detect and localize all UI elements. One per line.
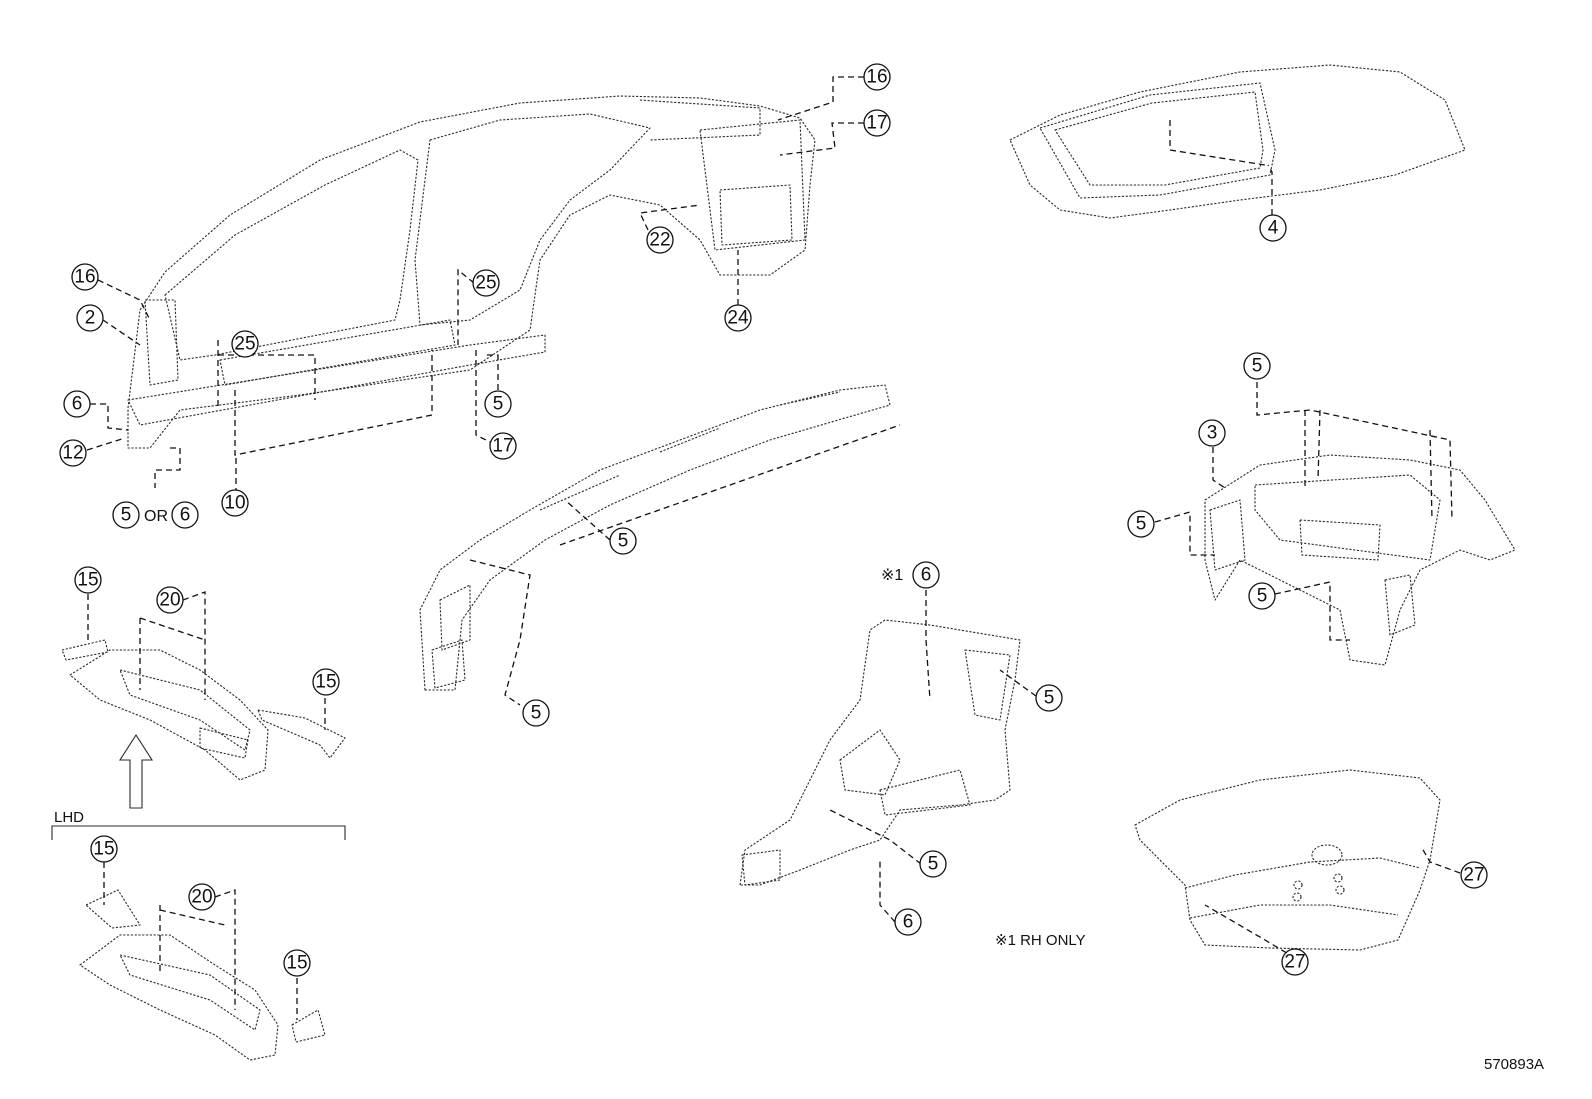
svg-text:25: 25 (475, 273, 496, 294)
callout-10: 10 (221, 489, 249, 517)
svg-text:5: 5 (1257, 586, 1268, 607)
callout-3: 3 (1198, 419, 1226, 447)
svg-text:20: 20 (191, 887, 212, 908)
callout-12: 12 (59, 439, 87, 467)
callout-5-side: 5 (484, 390, 512, 418)
callout-6-wheelhouse: 6 (912, 561, 940, 589)
svg-text:27: 27 (1463, 865, 1484, 886)
callout-5-rear-bottom: 5 (1248, 582, 1276, 610)
callouts: 16 17 22 24 4 16 2 25 25 6 12 5 17 5 OR … (59, 63, 1488, 977)
callout-2: 2 (76, 304, 104, 332)
svg-text:4: 4 (1268, 218, 1279, 239)
svg-text:6: 6 (72, 394, 83, 415)
svg-text:6: 6 (921, 565, 932, 586)
or-text: OR (144, 508, 168, 525)
callout-5-rear-left: 5 (1127, 510, 1155, 538)
svg-text:17: 17 (492, 436, 513, 457)
callout-5-wheelhouse-bottom: 5 (919, 850, 947, 878)
cowl-panel (61, 639, 346, 781)
lhd-label: LHD (54, 809, 84, 826)
roof-panel (1009, 64, 1466, 219)
svg-text:6: 6 (180, 505, 191, 526)
svg-text:6: 6 (903, 912, 914, 933)
svg-text:5: 5 (928, 854, 939, 875)
svg-text:16: 16 (74, 267, 95, 288)
svg-text:5: 5 (1252, 356, 1263, 377)
callout-6-left: 6 (63, 390, 91, 418)
svg-text:15: 15 (77, 570, 98, 591)
svg-text:15: 15 (315, 672, 336, 693)
rh-only-note: ※1 RH ONLY (995, 932, 1086, 949)
callout-17-top: 17 (863, 109, 891, 137)
callout-20-a: 20 (156, 586, 184, 614)
svg-text:5: 5 (493, 394, 504, 415)
svg-text:5: 5 (618, 531, 629, 552)
callout-15-a: 15 (74, 566, 102, 594)
svg-text:5: 5 (531, 703, 542, 724)
trunk-lid (1134, 769, 1441, 951)
svg-text:24: 24 (727, 308, 749, 329)
wheel-house-panel (739, 619, 1021, 886)
callout-24: 24 (724, 304, 752, 332)
svg-text:5: 5 (1136, 514, 1147, 535)
svg-text:12: 12 (62, 443, 83, 464)
svg-text:22: 22 (649, 230, 670, 251)
rear-floor-panel (1204, 454, 1516, 666)
callout-5-arch: 5 (522, 699, 550, 727)
svg-text:5: 5 (1044, 688, 1055, 709)
callout-6-wheelhouse-bottom: 6 (894, 908, 922, 936)
callout-16-left: 16 (71, 263, 99, 291)
callout-16-top: 16 (863, 63, 891, 91)
callout-25-b: 25 (472, 269, 500, 297)
svg-text:10: 10 (224, 493, 245, 514)
svg-text:2: 2 (85, 308, 96, 329)
lhd-cowl-panel (79, 889, 326, 1061)
callout-5-rear-top: 5 (1243, 352, 1271, 380)
callout-4: 4 (1259, 214, 1287, 242)
callout-27-b: 27 (1281, 948, 1309, 976)
svg-text:3: 3 (1207, 423, 1218, 444)
svg-text:20: 20 (159, 590, 180, 611)
callout-5-wheelhouse-right: 5 (1035, 684, 1063, 712)
svg-text:16: 16 (866, 67, 887, 88)
callout-5-rail: 5 (609, 527, 637, 555)
callout-5-or: 5 (112, 501, 140, 529)
side-body-panel (127, 95, 816, 449)
leader-lines (86, 76, 1461, 1020)
callout-15-c: 15 (90, 835, 118, 863)
callout-15-d: 15 (283, 949, 311, 977)
callout-25-a: 25 (231, 330, 259, 358)
callout-6-or: 6 (171, 501, 199, 529)
up-arrow (118, 733, 154, 809)
callout-15-b: 15 (312, 668, 340, 696)
svg-text:25: 25 (234, 334, 255, 355)
svg-text:15: 15 (286, 953, 307, 974)
roof-side-rail (419, 384, 891, 691)
callout-17-side: 17 (489, 432, 517, 460)
callout-22: 22 (646, 226, 674, 254)
svg-text:5: 5 (121, 505, 132, 526)
svg-text:27: 27 (1284, 952, 1305, 973)
asterisk-mark: ※1 (881, 567, 903, 584)
svg-text:17: 17 (866, 113, 887, 134)
svg-text:15: 15 (93, 839, 114, 860)
callout-20-b: 20 (188, 883, 216, 911)
lhd-bracket: LHD (51, 809, 346, 840)
diagram-id: 570893A (1484, 1056, 1544, 1073)
callout-27-a: 27 (1460, 861, 1488, 889)
